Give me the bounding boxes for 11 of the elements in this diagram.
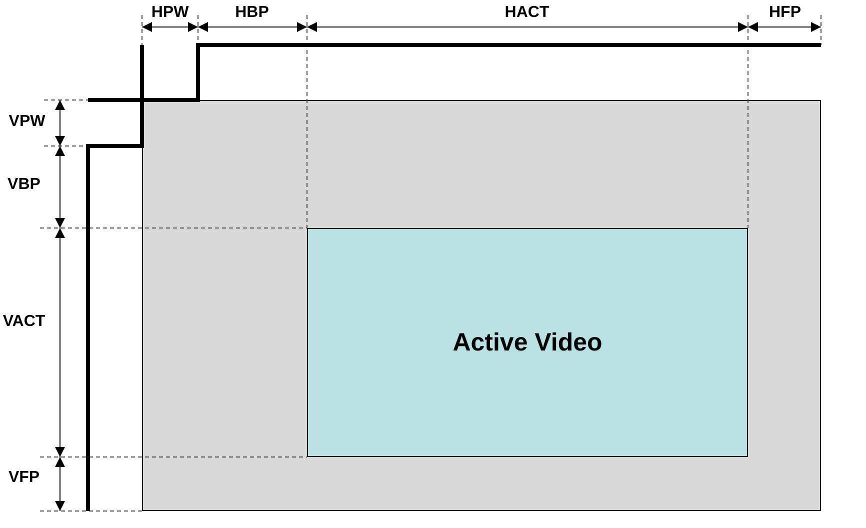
dimension-label: VFP <box>8 469 40 487</box>
dimension-label: VPW <box>8 113 46 131</box>
dimension-label: VACT <box>2 313 46 331</box>
dimension-label: HACT <box>504 4 550 22</box>
area-label: Active Video <box>452 328 604 357</box>
dimension-label: HFP <box>769 4 801 22</box>
active-video-area <box>307 228 748 457</box>
dimension-label: HPW <box>151 4 189 22</box>
blanking-area <box>142 100 821 511</box>
dimension-label: VBP <box>8 176 40 194</box>
dimension-label: HBP <box>235 4 269 22</box>
